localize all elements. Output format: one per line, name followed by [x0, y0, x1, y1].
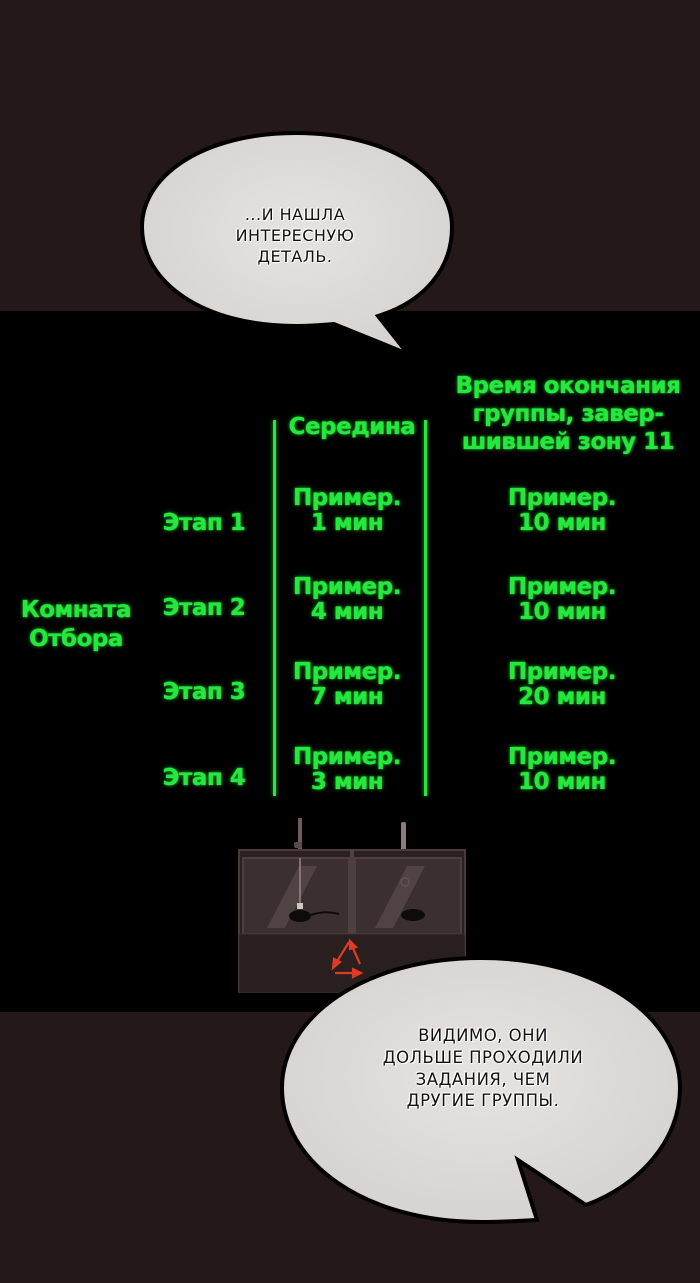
middle-time-cell: Пример. 4 мин — [272, 575, 422, 625]
header-group-end-time: Время окончания группы, завер- шившей зо… — [436, 372, 700, 456]
speech-bubble-shape — [139, 130, 455, 359]
cell-line: Пример. — [293, 744, 401, 770]
speech-line: ВИДИМО, ОНИ — [418, 1026, 548, 1045]
cell-line: 3 мин — [310, 768, 384, 795]
middle-time-cell: Пример. 1 мин — [272, 486, 422, 536]
end-time-cell: Пример. 10 мин — [487, 575, 637, 625]
middle-time-cell: Пример. 7 мин — [272, 660, 422, 710]
cell-line: Пример. — [293, 574, 401, 600]
room-label-line: Отбора — [29, 625, 123, 652]
cell-line: 4 мин — [310, 598, 384, 625]
speech-line: ЗАДАНИЯ, ЧЕМ — [415, 1069, 551, 1089]
speech-line: ИНТЕРЕСНУЮ — [235, 226, 355, 246]
cell-line: Пример. — [508, 659, 616, 685]
header-middle: Середина — [288, 414, 416, 440]
speech-line: ДРУГИЕ ГРУППЫ. — [406, 1091, 560, 1111]
cell-line: Пример. — [508, 744, 616, 770]
speech-line: ...И НАШЛА — [244, 205, 346, 224]
stage-label: Этап 2 — [162, 595, 246, 621]
cell-line: Пример. — [508, 574, 616, 600]
mouse-icon — [289, 910, 311, 922]
cell-line: Пример. — [508, 485, 616, 511]
cell-line: 10 мин — [518, 768, 606, 795]
cell-line: Пример. — [293, 485, 401, 511]
lever-pole-left — [298, 818, 302, 858]
cell-line: 10 мин — [518, 509, 606, 536]
speech-bubble-top: ...И НАШЛА ИНТЕРЕСНУЮ ДЕТАЛЬ. — [138, 130, 458, 370]
header-line: группы, завер- — [472, 401, 664, 428]
header-line: шившей зону 11 — [461, 429, 675, 456]
cell-line: 7 мин — [310, 683, 384, 710]
speech-line: ДОЛЬШЕ ПРОХОДИЛИ — [382, 1047, 584, 1067]
speech-bubble-shape — [279, 955, 683, 1225]
end-time-cell: Пример. 10 мин — [487, 486, 637, 536]
speech-line: ДЕТАЛЬ. — [257, 247, 333, 267]
cell-line: 10 мин — [518, 598, 606, 625]
speech-text-top: ...И НАШЛА ИНТЕРЕСНУЮ ДЕТАЛЬ. — [200, 204, 390, 267]
room-label-line: Комната — [20, 597, 132, 623]
divider-left — [273, 420, 276, 796]
mouse-icon — [401, 909, 425, 921]
stage-label: Этап 4 — [162, 765, 246, 791]
stage-label: Этап 1 — [162, 510, 246, 536]
middle-time-cell: Пример. 3 мин — [272, 745, 422, 795]
cell-line: 20 мин — [518, 683, 606, 710]
speech-text-bottom: ВИДИМО, ОНИ ДОЛЬШЕ ПРОХОДИЛИ ЗАДАНИЯ, ЧЕ… — [338, 1025, 628, 1112]
cell-line: Пример. — [293, 659, 401, 685]
stage-label: Этап 3 — [162, 679, 246, 705]
cell-line: 1 мин — [310, 509, 384, 536]
mouse-tank-illustration — [237, 818, 467, 994]
room-label: Комната Отбора — [12, 596, 140, 654]
speech-bubble-bottom: ВИДИМО, ОНИ ДОЛЬШЕ ПРОХОДИЛИ ЗАДАНИЯ, ЧЕ… — [278, 955, 688, 1283]
end-time-cell: Пример. 20 мин — [487, 660, 637, 710]
divider-right — [424, 420, 427, 796]
end-time-cell: Пример. 10 мин — [487, 745, 637, 795]
header-line: Время окончания — [455, 373, 681, 399]
cycle-arrows-icon — [331, 938, 364, 979]
